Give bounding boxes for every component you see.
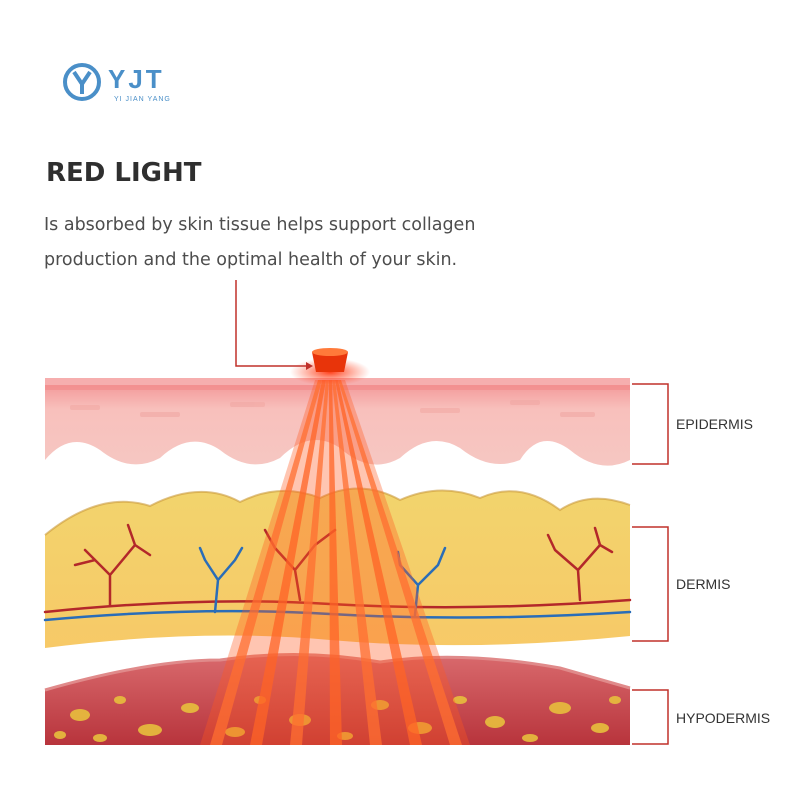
dermis-bracket <box>632 526 669 642</box>
layer-label-epidermis: EPIDERMIS <box>676 416 754 432</box>
brand-logo: YJT YI JIAN YANG <box>62 62 202 108</box>
layer-label-dermis: DERMIS <box>676 576 731 592</box>
epidermis-bracket <box>632 383 669 465</box>
hypodermis-bracket <box>632 689 669 745</box>
logo-text: YJT <box>108 64 165 94</box>
page-title: RED LIGHT <box>46 158 202 188</box>
layer-label-hypodermis: HYPODERMIS <box>676 710 771 726</box>
pointer-arrow-icon <box>306 362 313 370</box>
pointer-line <box>235 280 306 367</box>
logo-emblem-icon <box>63 63 101 101</box>
logo-subtitle: YI JIAN YANG <box>114 96 171 103</box>
light-glow <box>200 380 470 745</box>
description-text: Is absorbed by skin tissue helps support… <box>44 215 476 270</box>
layer-brackets <box>632 383 669 745</box>
red-light-beams <box>210 380 462 745</box>
red-light-emitter-icon <box>290 348 370 386</box>
